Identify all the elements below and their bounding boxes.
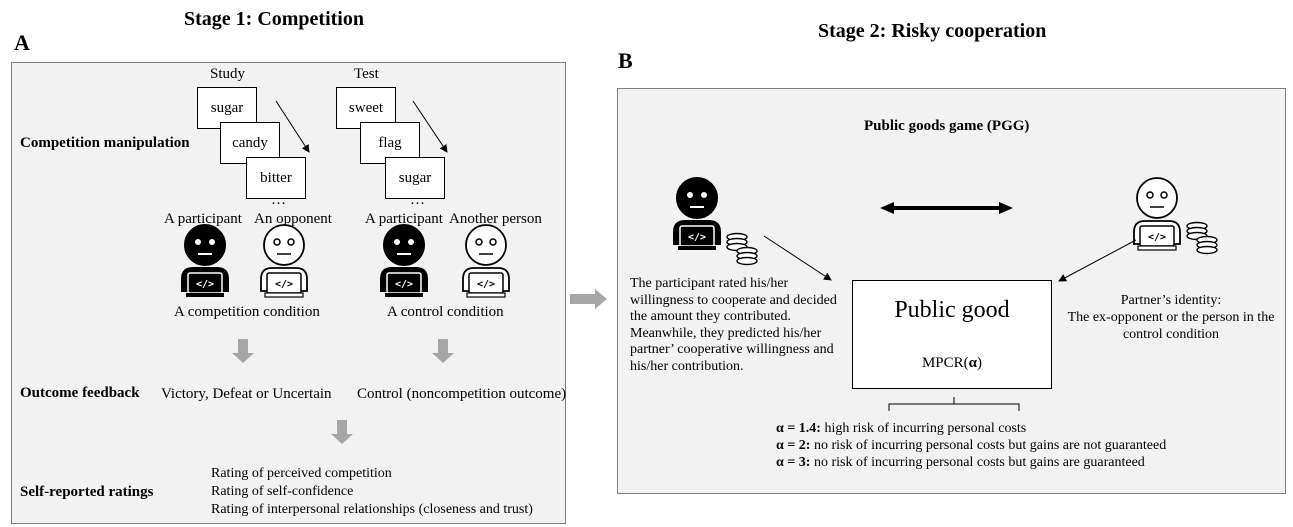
partner-identity-line-3: control condition [1122,327,1220,342]
partner-identity-line-2: The ex-opponent or the person in the [1067,310,1275,325]
feedback-control: Control (noncompetition outcome) [357,386,567,402]
participant-desc-line-5: partner’ cooperative willingness and [630,342,834,357]
participant-desc-line-4: Meanwhile, they predicted his/her [630,325,822,341]
rating-1: Rating of perceived competition [211,466,392,481]
stage1-title: Stage 1: Competition [184,8,364,30]
public-good-box: Public good MPCR(α) [852,280,1052,389]
mpcr-prefix: MPCR( [921,355,969,371]
participant-desc-line-2: willingness to cooperate and decided [630,292,837,308]
study-ellipsis: … [271,192,286,208]
partner-identity: Partner’s identity: The ex-opponent or t… [1056,292,1286,343]
alpha-condition-2: α = 2: no risk of incurring personal cos… [776,438,1167,453]
panel-a [11,62,566,524]
participant-label-competition: A participant [164,211,242,227]
alpha-conditions: α = 1.4: high risk of incurring personal… [776,420,1166,471]
test-label: Test [354,66,379,82]
study-label: Study [210,66,246,82]
rating-3: Rating of interpersonal relationships (c… [211,502,533,517]
competition-manipulation-label: Competition manipulation [20,135,190,151]
stage-transition-arrow [570,289,607,309]
mpcr-label: MPCR(α) [853,355,1051,372]
test-card-3: sugar [385,157,445,199]
mpcr-suffix: ) [977,355,983,371]
public-good-label: Public good [894,297,1010,323]
participant-description: The participant rated his/her willingnes… [630,276,837,375]
participant-label-control: A participant [365,211,443,227]
another-person-label: Another person [449,211,542,227]
self-reported-label: Self-reported ratings [20,484,154,500]
alpha-condition-3: α = 3: no risk of incurring personal cos… [776,455,1145,470]
competition-condition-label: A competition condition [174,304,320,320]
alpha-condition-1: α = 1.4: high risk of incurring personal… [776,421,1027,436]
participant-desc-line-3: the amount they contributed. [630,309,791,324]
pgg-title: Public goods game (PGG) [864,118,1030,134]
mpcr-alpha: α [968,355,978,371]
outcome-feedback-label: Outcome feedback [20,385,140,401]
study-card-3: bitter [246,157,306,199]
control-condition-label: A control condition [387,304,504,320]
feedback-competition: Victory, Defeat or Uncertain [161,386,332,402]
partner-identity-line-1: Partner’s identity: [1120,293,1222,308]
panel-letter-b: B [618,48,633,73]
participant-desc-line-1: The participant rated his/her [630,276,789,291]
opponent-label: An opponent [254,211,332,227]
stage2-title: Stage 2: Risky cooperation [818,20,1047,42]
test-ellipsis: … [410,192,425,208]
participant-desc-line-6: his/her contribution. [630,358,744,374]
panel-letter-a: A [14,30,30,55]
rating-2: Rating of self-confidence [211,484,354,499]
